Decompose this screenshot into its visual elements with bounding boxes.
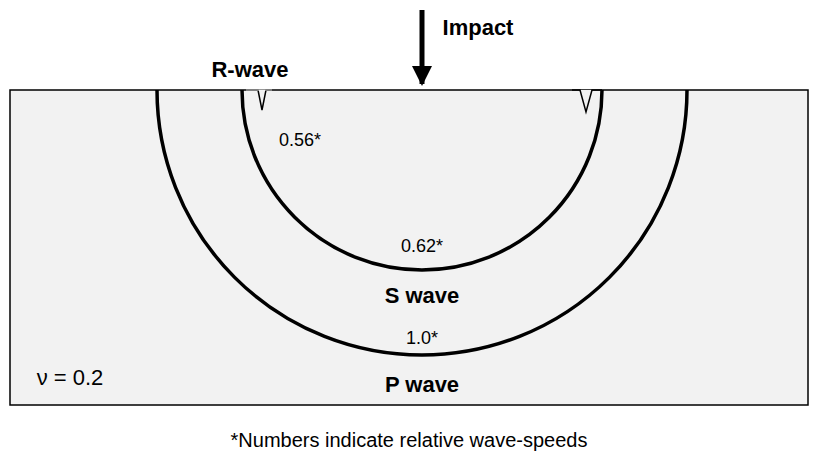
wave-name: R-wave bbox=[211, 57, 288, 82]
s-wave-front bbox=[242, 90, 602, 270]
r-wave-notch bbox=[572, 90, 602, 112]
caption: *Numbers indicate relative wave-speeds bbox=[231, 429, 588, 452]
impact-arrow bbox=[420, 10, 425, 84]
p-wave-front bbox=[157, 90, 687, 355]
wave-name: P wave bbox=[385, 372, 459, 397]
poisson-ratio: ν = 0.2 bbox=[37, 365, 104, 390]
speed-value: 0.62* bbox=[401, 236, 443, 257]
solid-block bbox=[10, 90, 808, 405]
r-wave-notch bbox=[246, 90, 272, 110]
wave-name: S wave bbox=[385, 283, 460, 308]
notch-gap bbox=[246, 90, 272, 91]
impact-label: Impact bbox=[443, 15, 514, 40]
speed-value: 0.56* bbox=[279, 130, 321, 151]
speed-value: 1.0* bbox=[406, 328, 438, 349]
